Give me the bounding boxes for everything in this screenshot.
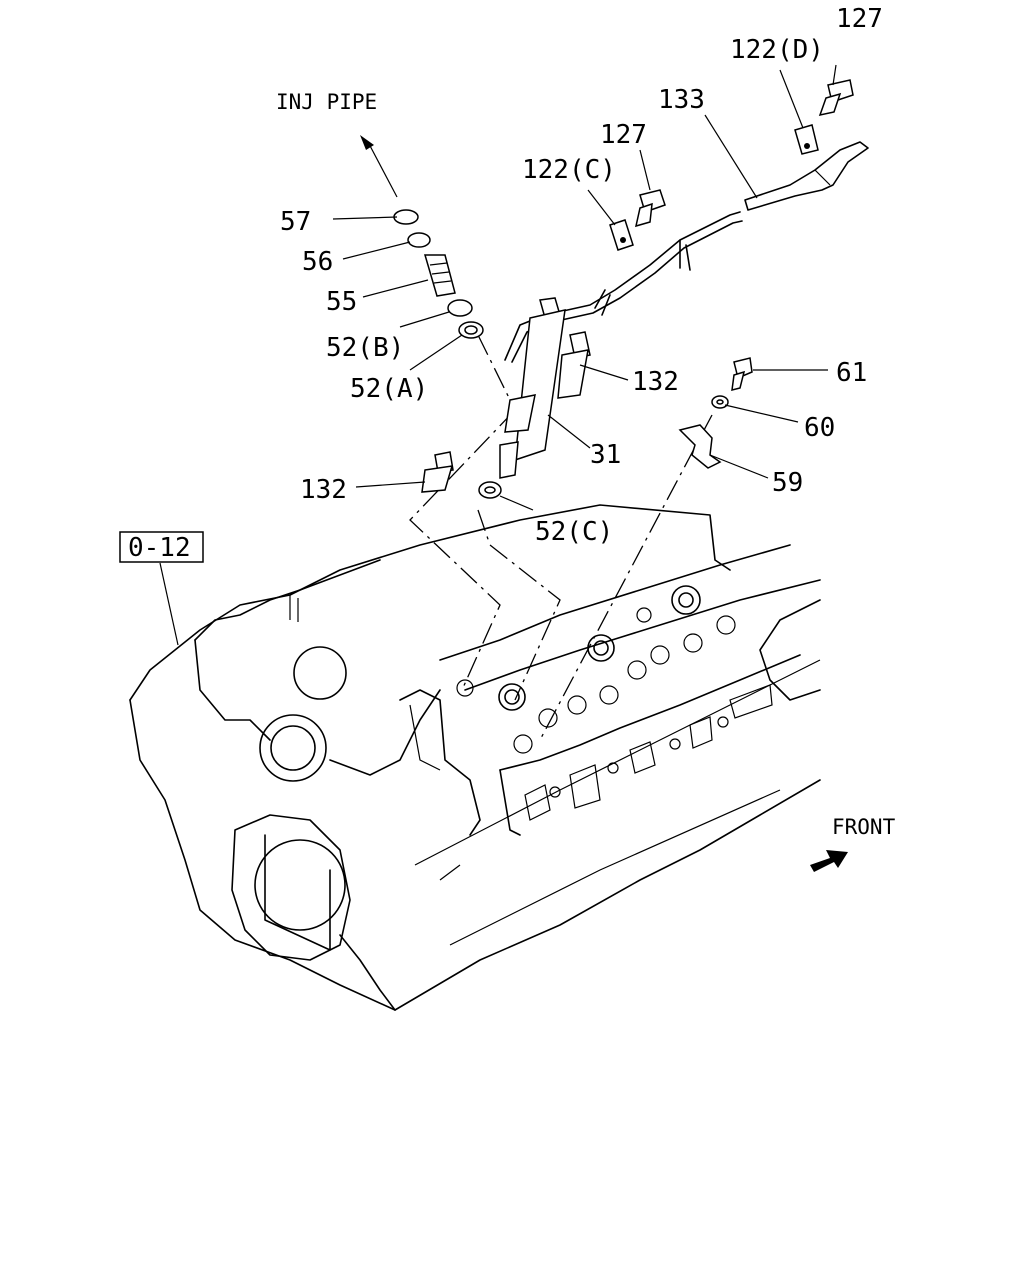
part-label-61: 61 (836, 358, 867, 388)
part-label-133: 133 (658, 85, 705, 115)
front-arrow-icon (810, 850, 848, 872)
clamp-59 (678, 424, 722, 469)
part-label-57: 57 (280, 207, 311, 237)
part-label-52b: 52(B) (326, 333, 404, 363)
front-label: FRONT (832, 815, 896, 839)
leader-lines (159, 64, 837, 646)
part-label-132-left: 132 (300, 475, 347, 505)
up-left-arrow-icon (360, 135, 398, 198)
part-label-122c: 122(C) (522, 155, 616, 185)
part-label-122d: 122(D) (730, 35, 824, 65)
part-label-56: 56 (302, 247, 333, 277)
bolt-127-mid (634, 189, 666, 228)
ref-box-label: 0-12 (128, 533, 191, 563)
washer-52c (478, 481, 502, 499)
part-label-127-top: 127 (836, 4, 883, 34)
part-label-60: 60 (804, 413, 835, 443)
bolt-127-top (818, 79, 854, 117)
part-label-127-mid: 127 (600, 120, 647, 150)
part-label-59: 59 (772, 468, 803, 498)
part-label-132-right: 132 (632, 367, 679, 397)
clip-122d (794, 124, 819, 155)
assembly-center-lines (409, 334, 713, 741)
part-label-52a: 52(A) (350, 374, 428, 404)
part-label-52c: 52(C) (535, 517, 613, 547)
bolt-61 (731, 357, 753, 391)
engine-cylinder-head (129, 504, 821, 1011)
part-label-31: 31 (590, 440, 621, 470)
reference-box (119, 531, 204, 563)
injector-seal-stack (393, 209, 484, 339)
clip-122c (609, 219, 634, 251)
connector-132-left (421, 451, 454, 493)
washer-60 (711, 395, 729, 409)
connector-132-right (557, 331, 591, 399)
inj-pipe-label: INJ PIPE (276, 90, 377, 114)
injector-31 (499, 297, 566, 479)
part-label-55: 55 (326, 287, 357, 317)
